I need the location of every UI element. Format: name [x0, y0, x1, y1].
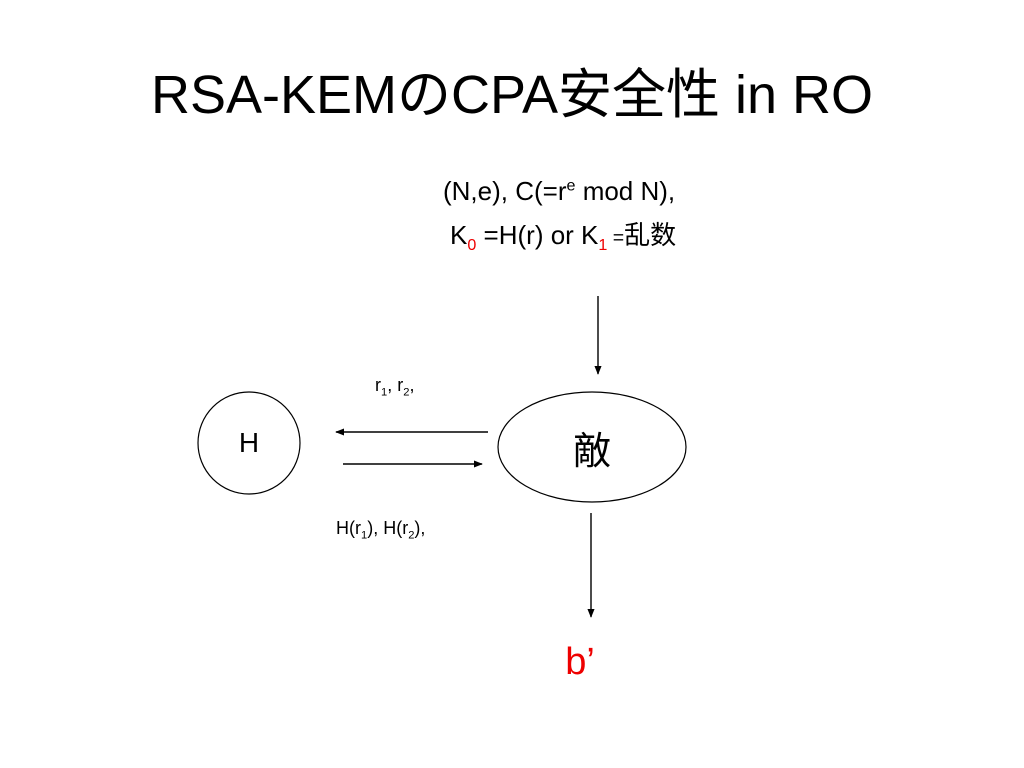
- challenge-k-symbol: K: [450, 220, 468, 250]
- output-guess: b’: [565, 641, 595, 683]
- slide-title: RSA-KEMのCPA安全性 in RO: [150, 65, 874, 125]
- challenge-mod-text: mod N),: [575, 176, 676, 206]
- query-tail: ,: [409, 375, 415, 395]
- challenge-equals: =: [607, 227, 625, 249]
- challenge-input-line1: (N,e), C(=re mod N),: [443, 175, 675, 207]
- challenge-random-text: 乱数: [624, 220, 677, 250]
- challenge-k0-subscript: 0: [467, 236, 477, 255]
- adversary-node: [497, 391, 687, 503]
- challenge-input-line2: K0 =H(r) or K1 =乱数: [450, 219, 676, 254]
- answer-r2-subscript: 2: [408, 529, 415, 542]
- answer-separator: ), H(r: [367, 518, 409, 538]
- answer-tail: ),: [414, 518, 426, 538]
- answer-r1-subscript: 1: [361, 529, 368, 542]
- challenge-exponent: e: [566, 176, 576, 195]
- hash-oracle-node: [197, 391, 301, 495]
- challenge-key-ciphertext-text: (N,e), C(=r: [443, 176, 567, 206]
- query-r2-subscript: 2: [403, 386, 410, 399]
- query-r1-subscript: 1: [381, 386, 388, 399]
- answer-label: H(r1), H(r2),: [336, 516, 426, 542]
- hash-oracle-label: H: [238, 427, 260, 458]
- query-label: r1, r2,: [375, 373, 415, 399]
- challenge-k1-subscript: 1: [598, 236, 608, 255]
- query-separator: , r: [387, 375, 404, 395]
- query-r1-base: r: [375, 375, 381, 395]
- answer-h1-base: H(r: [336, 518, 361, 538]
- challenge-k0-definition: =H(r) or K: [476, 220, 599, 250]
- adversary-label: 敵: [572, 431, 611, 473]
